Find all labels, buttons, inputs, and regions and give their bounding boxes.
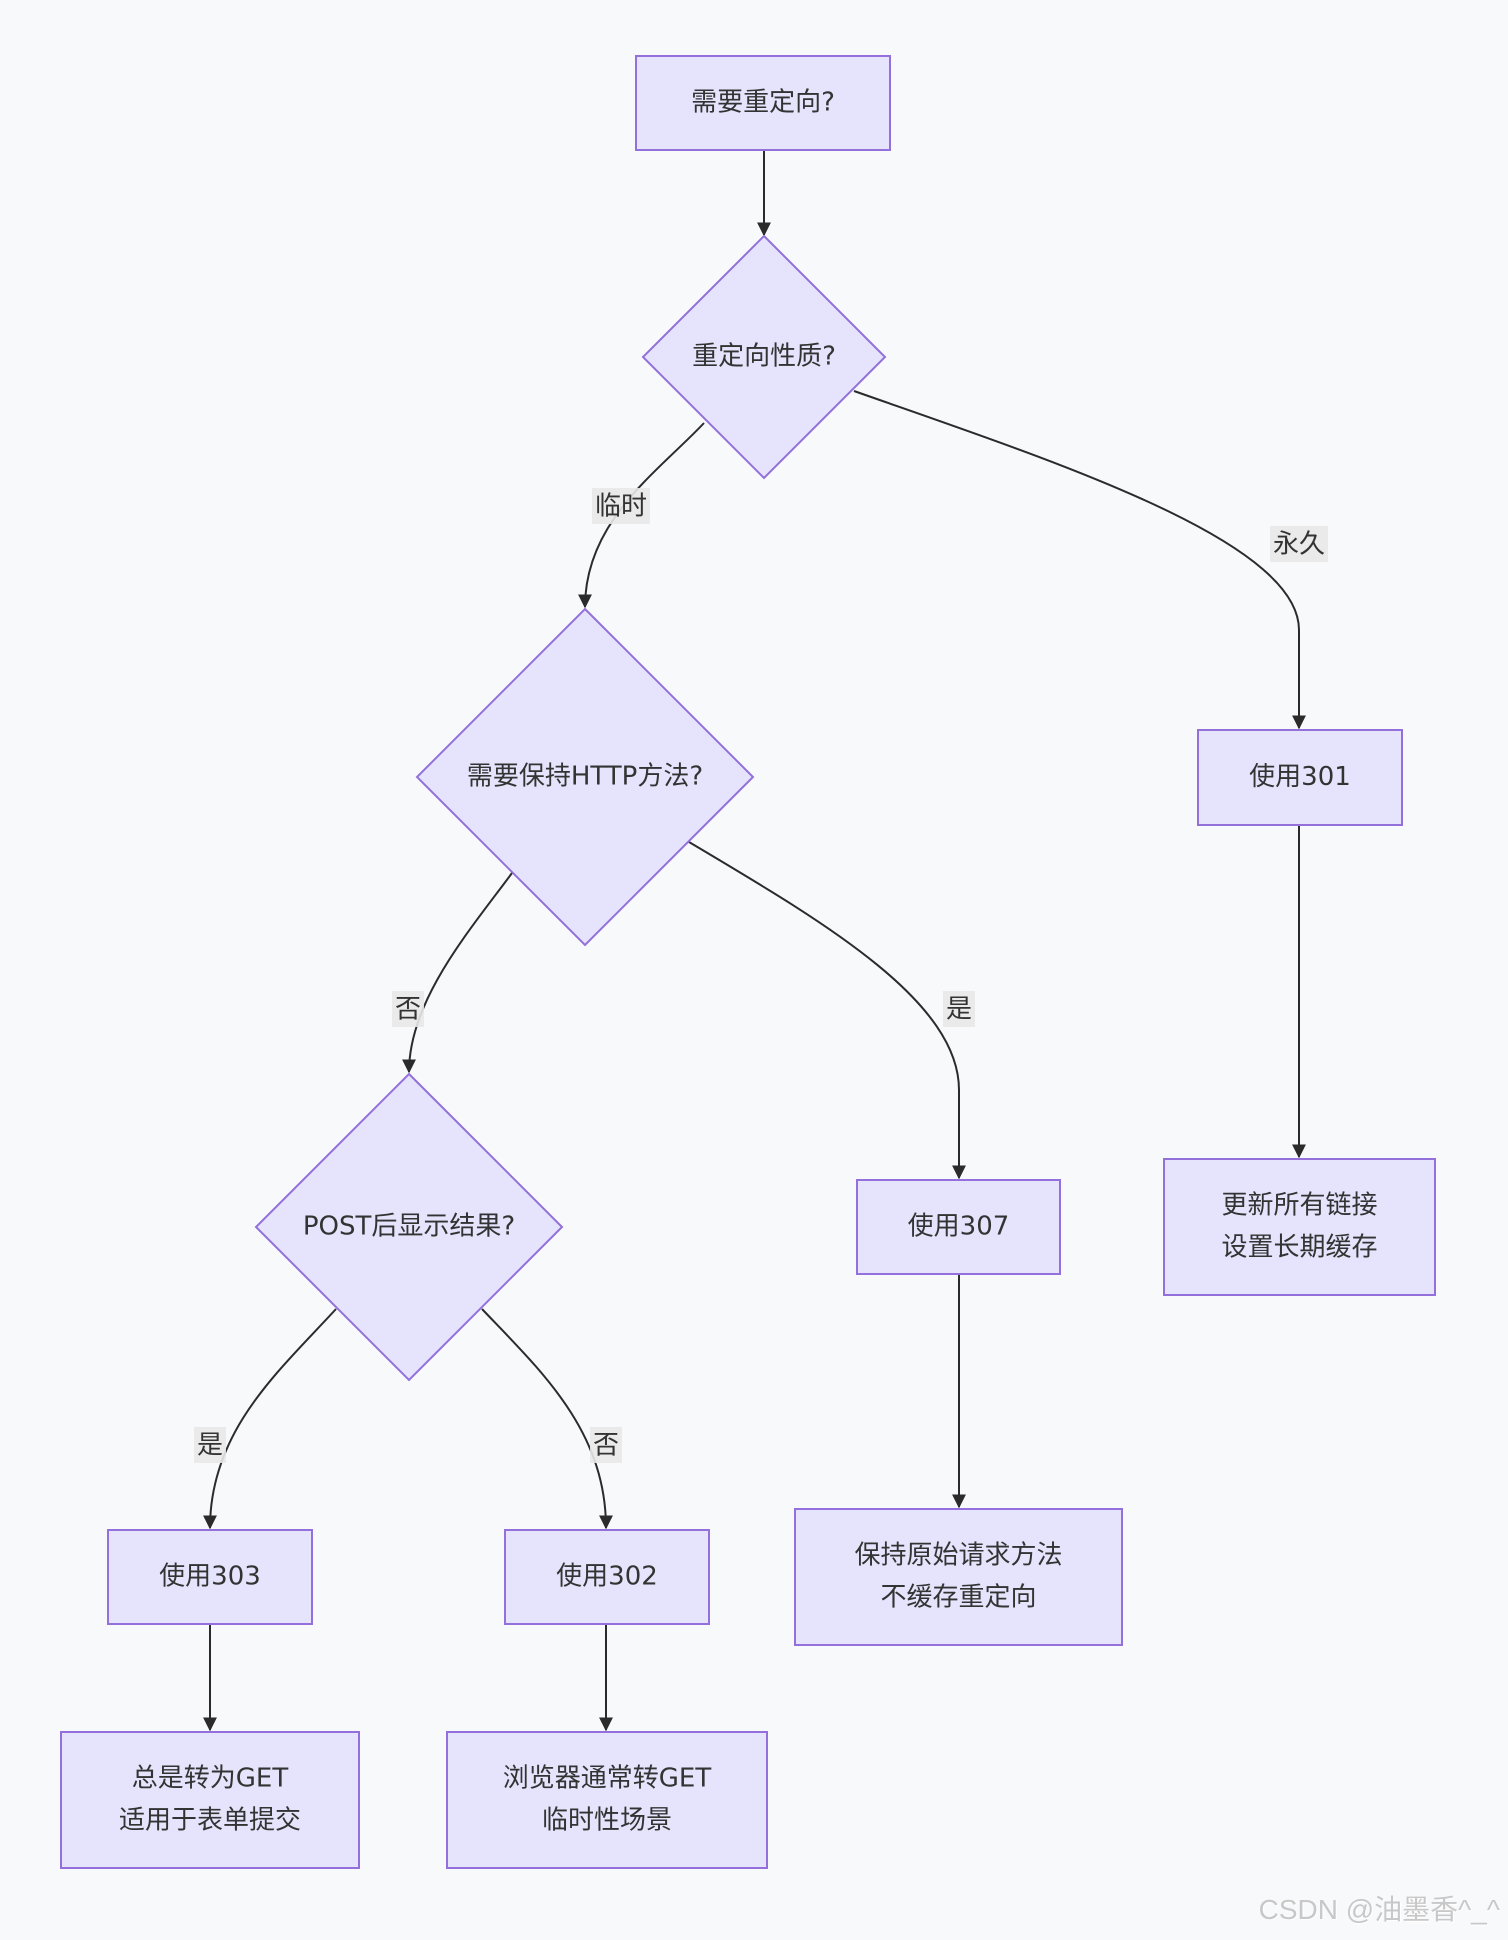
edge-post_result-to-use303 <box>203 1308 337 1530</box>
process-box <box>794 1508 1123 1646</box>
edge-label-text: 否 <box>593 1431 619 1461</box>
decision-diamond <box>415 607 755 947</box>
edge-label-keep_method-to-use307: 是 <box>943 991 975 1027</box>
edge-nature-to-use301 <box>853 390 1306 730</box>
edge-label-background <box>590 1427 622 1463</box>
edge-label-text: 否 <box>395 995 421 1025</box>
node-text: 使用301 <box>1249 762 1351 792</box>
process-box <box>1197 729 1403 826</box>
node-keep_method: 需要保持HTTP方法? <box>415 607 755 947</box>
decision-diamond <box>254 1072 564 1382</box>
process-box <box>856 1179 1061 1275</box>
node-text: 重定向性质? <box>692 342 836 372</box>
node-text: 设置长期缓存 <box>1221 1233 1377 1263</box>
node-nature: 重定向性质? <box>641 234 887 480</box>
edge-label-keep_method-to-post_result: 否 <box>392 991 424 1027</box>
edge-label-post_result-to-use303: 是 <box>194 1427 226 1463</box>
process-box <box>60 1731 360 1869</box>
node-text: 使用303 <box>159 1562 261 1592</box>
decision-diamond <box>641 234 887 480</box>
edge-label-text: 是 <box>197 1431 223 1461</box>
edge-keep_method-to-use307 <box>688 841 966 1180</box>
process-box <box>504 1529 710 1625</box>
node-text: 不缓存重定向 <box>880 1583 1036 1613</box>
node-text: 总是转为GET <box>132 1764 289 1794</box>
node-use303: 使用303 <box>107 1529 313 1625</box>
process-box <box>635 55 891 151</box>
edge-keep_method-to-post_result <box>402 872 513 1074</box>
node-use307: 使用307 <box>856 1179 1061 1275</box>
edge-label-background <box>392 991 424 1027</box>
node-text: 保持原始请求方法 <box>854 1541 1062 1571</box>
edge-label-background <box>1270 526 1328 562</box>
watermark: CSDN @油墨香^_^ <box>1258 1894 1500 1925</box>
node-text: POST后显示结果? <box>303 1212 515 1242</box>
node-text: 使用302 <box>556 1562 658 1592</box>
node-use301: 使用301 <box>1197 729 1403 826</box>
edge-label-background <box>592 488 650 524</box>
edge-label-nature-to-use301: 永久 <box>1270 526 1328 562</box>
node-text: 临时性场景 <box>542 1806 672 1836</box>
node-use302: 使用302 <box>504 1529 710 1625</box>
node-start: 需要重定向? <box>635 55 891 151</box>
node-text: 需要保持HTTP方法? <box>467 762 703 792</box>
node-text: 适用于表单提交 <box>119 1806 301 1836</box>
edge-label-nature-to-keep_method: 临时 <box>592 488 650 524</box>
node-note303: 总是转为GET 适用于表单提交 <box>60 1731 360 1869</box>
edge-label-post_result-to-use302: 否 <box>590 1427 622 1463</box>
edge-post_result-to-use302 <box>481 1308 613 1530</box>
edge-label-text: 临时 <box>595 492 647 522</box>
node-text: 需要重定向? <box>691 88 835 118</box>
edge-label-background <box>194 1427 226 1463</box>
edge-label-text: 永久 <box>1273 530 1325 560</box>
edge-label-text: 是 <box>946 995 972 1025</box>
node-note302: 浏览器通常转GET 临时性场景 <box>446 1731 768 1869</box>
process-box <box>107 1529 313 1625</box>
node-post_result: POST后显示结果? <box>254 1072 564 1382</box>
node-text: 更新所有链接 <box>1221 1191 1377 1221</box>
node-text: 浏览器通常转GET <box>503 1764 712 1794</box>
process-box <box>446 1731 768 1869</box>
node-text: 使用307 <box>908 1212 1010 1242</box>
process-box <box>1163 1158 1436 1296</box>
edge-label-background <box>943 991 975 1027</box>
